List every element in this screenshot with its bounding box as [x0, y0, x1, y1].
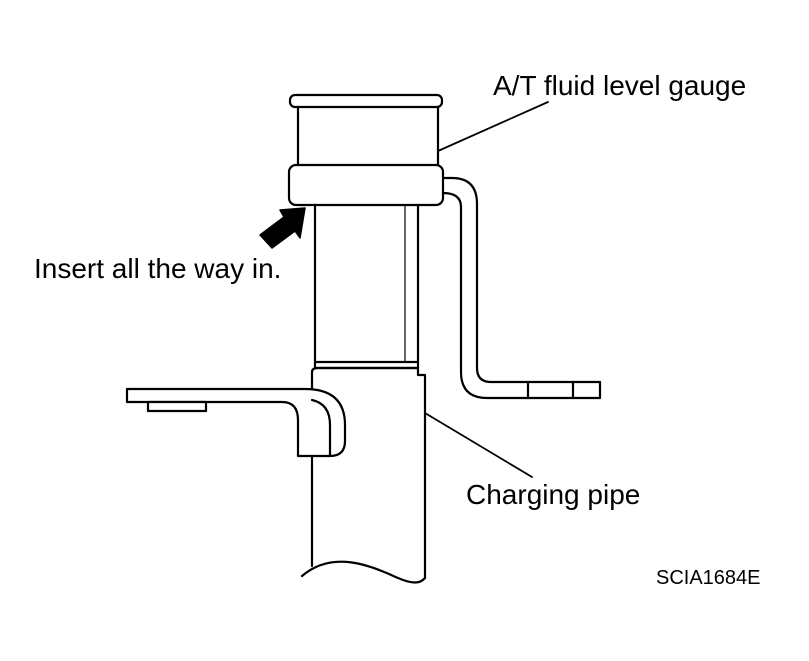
gauge-cap [288, 93, 444, 167]
insert-arrow-icon [259, 207, 306, 249]
insert-instruction-label: Insert all the way in. [34, 253, 282, 284]
pipe-leader-line [424, 412, 533, 478]
gauge-label: A/T fluid level gauge [493, 70, 747, 101]
gauge-wire [441, 176, 602, 400]
gauge-leader-line [437, 101, 549, 152]
gauge-wire-tab [526, 380, 575, 400]
left-bracket [125, 387, 347, 458]
figure-code: SCIA1684E [656, 567, 761, 589]
charging-pipe-label: Charging pipe [466, 479, 641, 510]
gauge-tube [313, 203, 420, 370]
gauge-collar [287, 163, 445, 207]
